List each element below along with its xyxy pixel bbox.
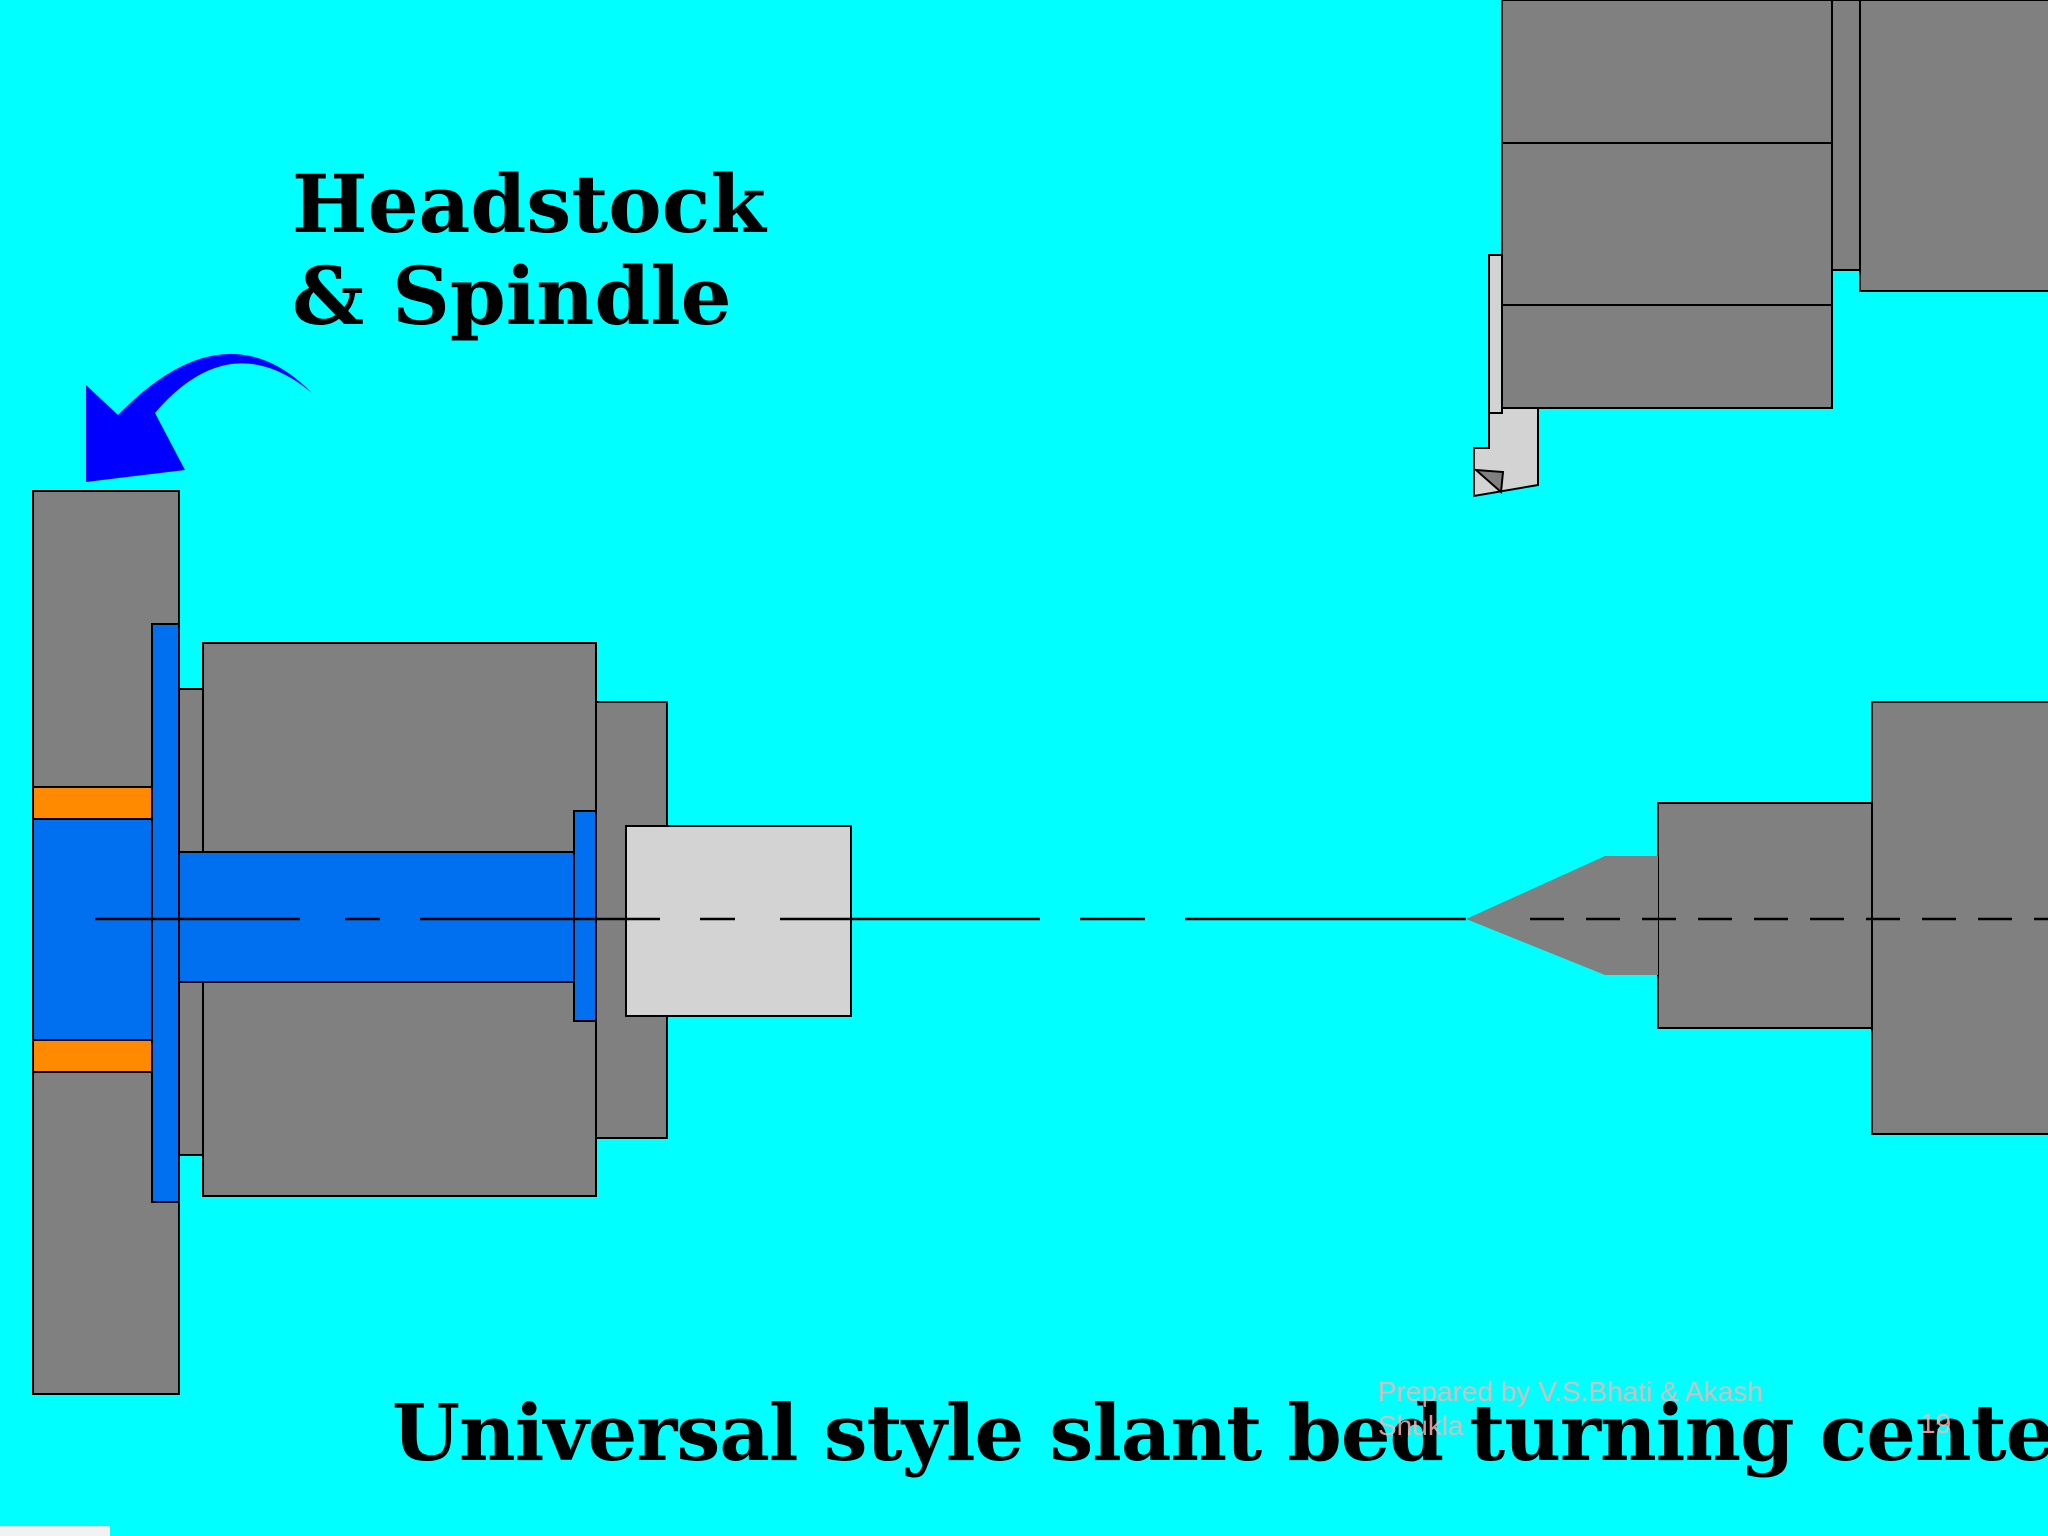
footer-credit: Prepared by V.S.Bhati & Akash Shukla [1378,1376,1763,1441]
page-number: 19 [1920,1408,1952,1439]
turret-block-1 [1501,0,1833,144]
tailstock-center [1466,856,1658,975]
slide-title: Universal style slant bed turning center [392,1388,2048,1479]
headstock-spindle-label: Headstock & Spindle [292,158,766,342]
corner-mark [0,1526,110,1536]
bearing-bottom [32,1039,154,1073]
turret-block-2 [1501,142,1833,306]
workpiece [625,825,852,1017]
tool-holder-stem [1488,254,1503,414]
bearing-top [32,786,154,820]
headstock-label-line2: & Spindle [292,249,732,343]
chuck-face [573,810,597,1022]
tool-insert [1473,468,1505,495]
spindle-flange [151,623,180,1203]
spindle-shaft [178,851,575,983]
curved-arrow-icon [86,353,312,482]
tailstock-quill [1657,802,1873,1029]
turret-block-3 [1501,304,1833,409]
tailstock-body [1871,701,2048,1135]
spindle-hub [32,818,154,1041]
headstock-label-line1: Headstock [292,157,766,251]
turret-body [1859,0,2048,292]
tool-holder [1473,407,1539,498]
turret-column [1831,0,1861,271]
